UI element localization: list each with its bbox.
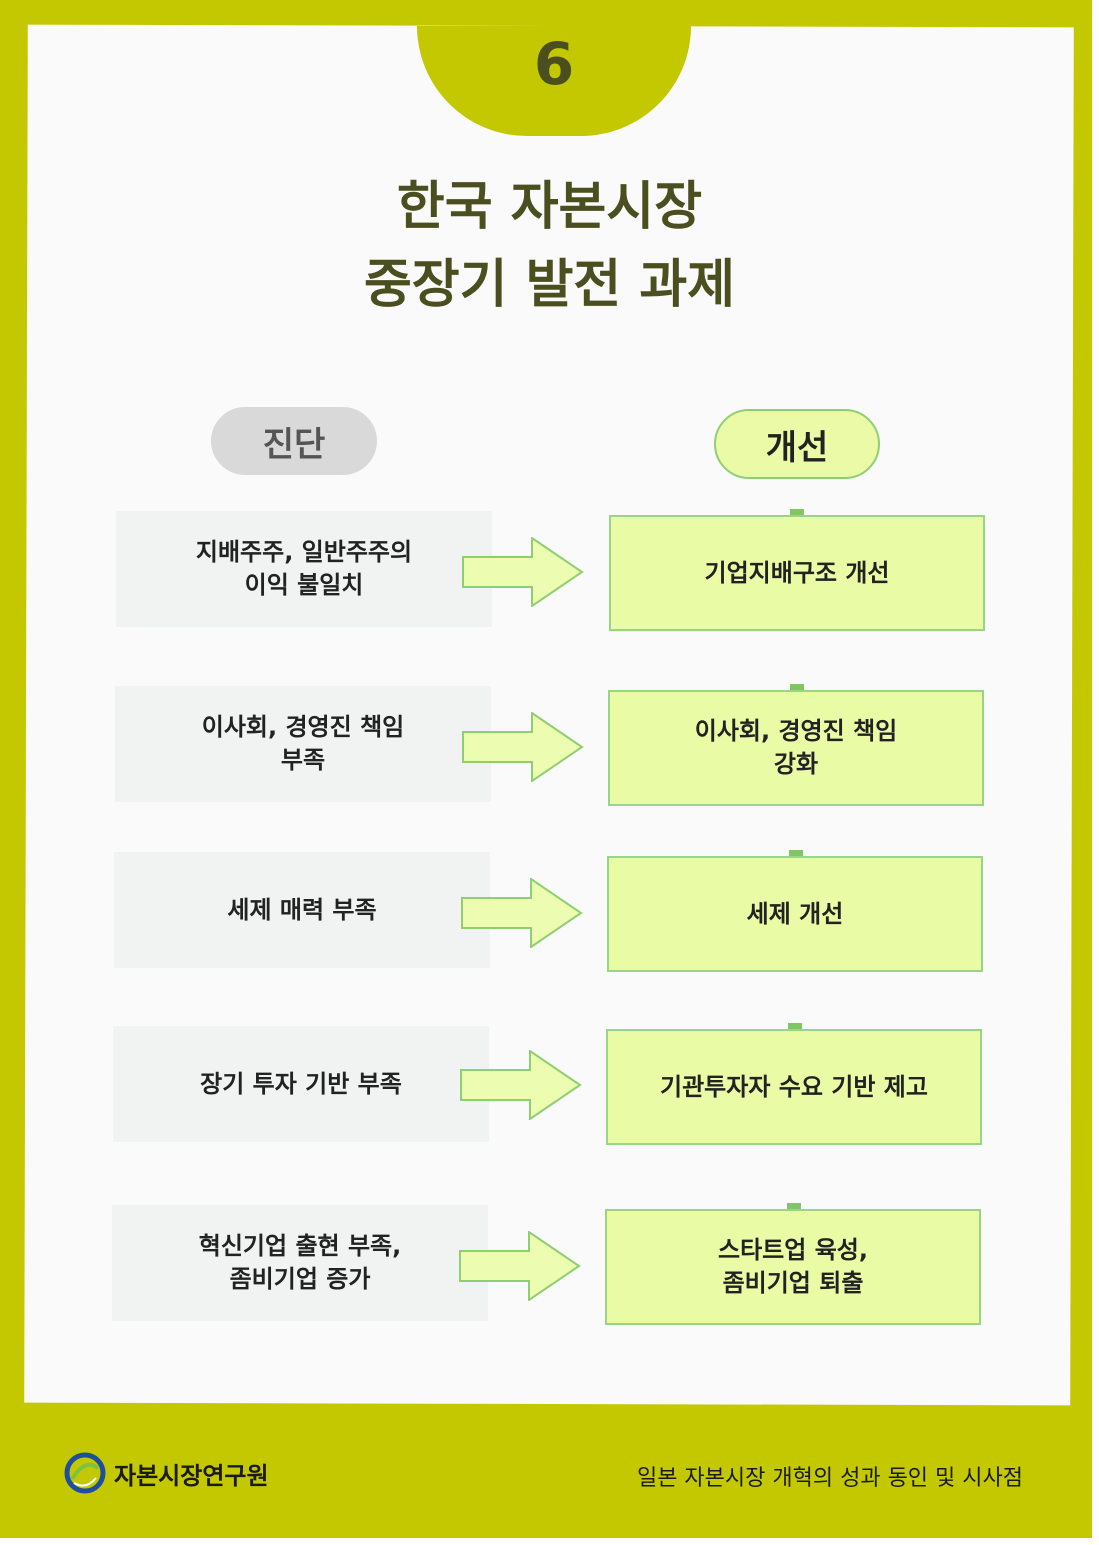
document-title: 일본 자본시장 개혁의 성과 동인 및 시사점 (636, 1466, 1023, 1491)
diagnosis-line: 부족 (280, 746, 326, 774)
kcmi-logo-icon (64, 1452, 106, 1494)
diagnosis-line: 이사회, 경영진 책임 (201, 713, 405, 741)
diagnosis-header: 진단 (211, 407, 377, 475)
diagnosis-box-5: 혁신기업 출현 부족, 좀비기업 증가 (112, 1205, 488, 1321)
page-title-line1: 한국 자본시장 (396, 177, 703, 237)
improvement-line: 기업지배구조 개선 (704, 558, 890, 587)
right-arrow-icon (462, 712, 584, 782)
improvement-line: 이사회, 경영진 책임 (694, 717, 898, 745)
diagnosis-line: 혁신기업 출현 부족, (198, 1232, 402, 1260)
diagnosis-line: 장기 투자 기반 부족 (200, 1069, 402, 1098)
right-arrow-icon (462, 537, 584, 607)
right-arrow-icon (460, 1050, 582, 1120)
diagnosis-line: 세제 매력 부족 (227, 895, 377, 924)
improvement-line: 기관투자자 수요 기반 제고 (660, 1072, 928, 1101)
improvement-line: 세제 개선 (746, 899, 844, 928)
diagnosis-line: 이익 불일치 (244, 571, 364, 599)
improvement-line: 스타트업 육성, (718, 1236, 868, 1264)
improvement-line: 강화 (773, 750, 819, 778)
diagnosis-line: 좀비기업 증가 (229, 1265, 371, 1293)
diagnosis-line: 지배주주, 일반주주의 (195, 538, 413, 566)
page-title-line2: 중장기 발전 과제 (363, 255, 736, 315)
improvement-header: 개선 (714, 409, 880, 479)
page-number: 6 (533, 30, 575, 98)
improvement-box-5: 스타트업 육성, 좀비기업 퇴출 (605, 1209, 981, 1325)
org-name: 자본시장연구원 (114, 1461, 269, 1490)
diagnosis-box-3: 세제 매력 부족 (114, 852, 490, 968)
diagnosis-box-4: 장기 투자 기반 부족 (113, 1026, 489, 1142)
improvement-box-3: 세제 개선 (607, 856, 983, 972)
improvement-line: 좀비기업 퇴출 (722, 1269, 864, 1297)
improvement-box-1: 기업지배구조 개선 (609, 515, 985, 631)
right-arrow-icon (461, 878, 583, 948)
right-arrow-icon (459, 1231, 581, 1301)
improvement-box-4: 기관투자자 수요 기반 제고 (606, 1029, 982, 1145)
